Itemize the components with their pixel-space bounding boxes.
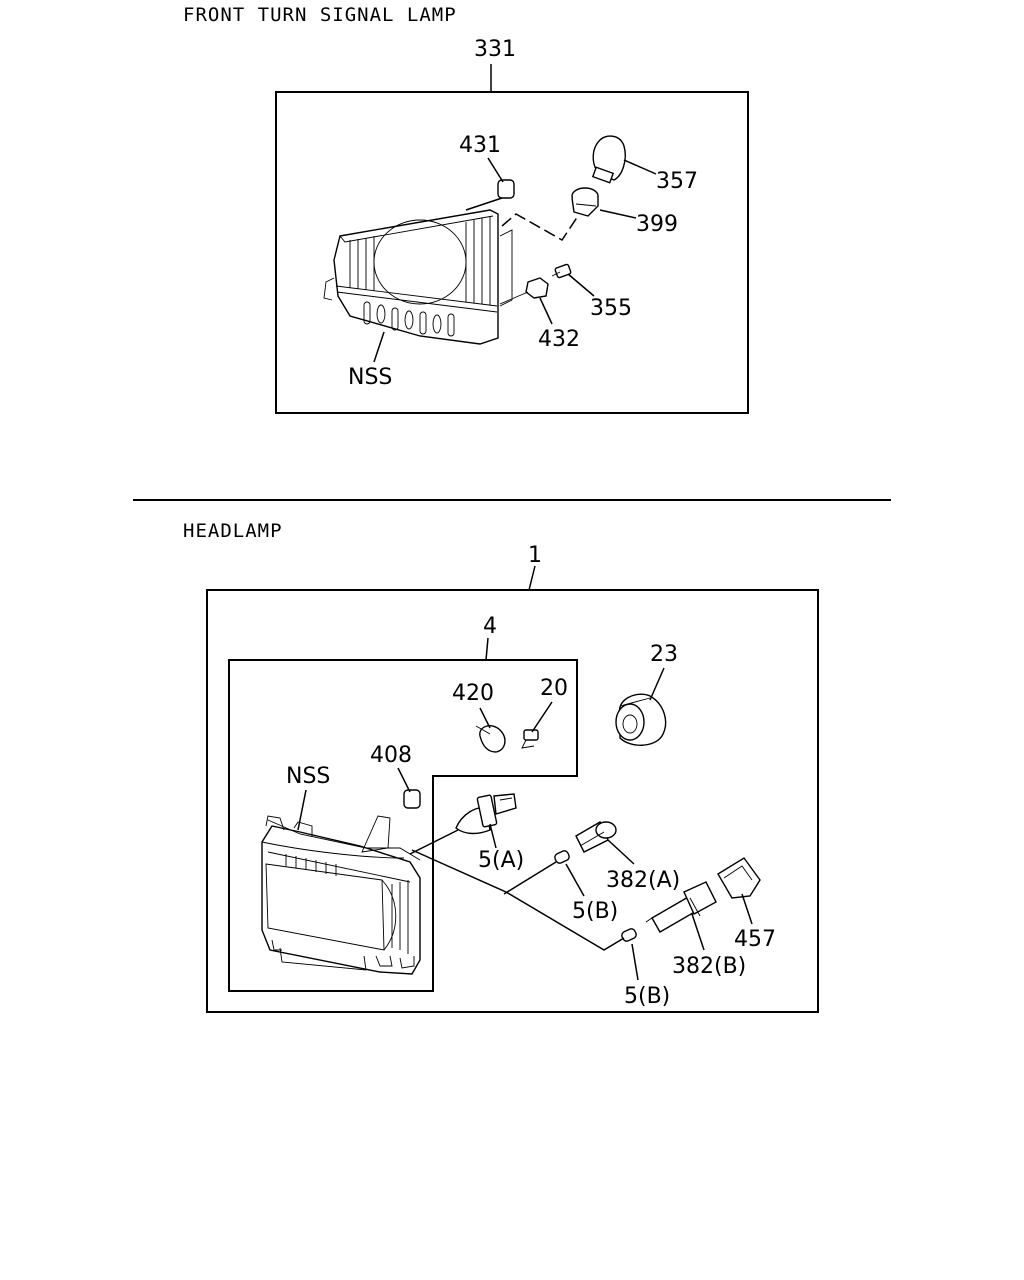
leader-382a [607,839,635,865]
leader-5b-upper-link [503,861,557,895]
callout-432: 432 [538,327,580,352]
callout-turn-signal-nss: NSS [348,365,392,390]
callout-382a: 382(A) [606,868,680,893]
headlamp-sub-frame [228,659,578,992]
callout-20: 20 [540,676,568,701]
callout-headlamp-nss: NSS [286,764,330,789]
part-432-nut [499,277,549,305]
part-23-cap [615,693,667,746]
callout-5a: 5(A) [478,848,524,873]
part-382a-socket [575,821,617,853]
callout-420: 420 [452,681,494,706]
leader-20 [531,701,553,733]
part-431-grommet [497,179,515,199]
leader-431-lens [465,197,503,211]
turn-signal-section: FRONT TURN SIGNAL LAMP 331 [183,4,749,414]
leader-5b-upper [565,863,585,897]
part-399-socket [571,187,599,217]
leader-turn-signal-nss [373,331,385,363]
leader-1 [528,565,536,591]
leader-23 [649,667,665,701]
leader-457 [741,893,753,925]
leader-420 [479,707,491,729]
turn-signal-title: FRONT TURN SIGNAL LAMP [183,4,457,26]
leader-431 [487,157,504,183]
leader-408 [397,767,411,793]
leader-5a-housing [409,829,459,855]
part-357-bulb [591,135,626,184]
callout-331: 331 [474,37,516,62]
part-5b-bulb-lower [621,928,637,942]
callout-431: 431 [459,133,501,158]
part-355-screw [551,263,572,279]
leader-432 [539,297,553,325]
leader-5a [489,823,497,849]
callout-5b-upper: 5(B) [572,899,618,924]
part-457-connector [717,857,761,899]
turn-signal-lens-drawing [323,209,513,345]
leader-399 [599,209,637,219]
leader-4 [485,637,489,661]
callout-5b-lower: 5(B) [624,984,670,1009]
callout-457: 457 [734,927,776,952]
leader-357 [623,159,657,175]
leader-355 [567,273,595,297]
callout-4: 4 [483,614,497,639]
callout-382b: 382(B) [672,954,746,979]
callout-357: 357 [656,169,698,194]
headlamp-section: HEADLAMP 1 4 [183,520,819,1013]
part-420-clip [475,725,506,753]
callout-399: 399 [636,212,678,237]
callout-1: 1 [528,543,542,568]
part-5b-bulb-upper [554,850,570,864]
callout-408: 408 [370,743,412,768]
leader-headlamp-nss [297,789,307,831]
leader-382b [691,913,705,951]
callout-355: 355 [590,296,632,321]
socket-connection-line [501,213,579,241]
headlamp-title: HEADLAMP [183,520,283,542]
part-20-screw [521,729,539,749]
headlamp-housing-drawing [261,815,421,975]
leader-5b-lower-link [411,849,625,951]
callout-23: 23 [650,642,678,667]
part-5a-bulb [455,793,517,835]
leader-5b-lower [631,943,639,981]
part-382b-socket [645,881,717,933]
headlamp-outer-frame [206,589,819,1013]
turn-signal-frame [275,91,749,414]
part-408-grommet [403,789,421,809]
